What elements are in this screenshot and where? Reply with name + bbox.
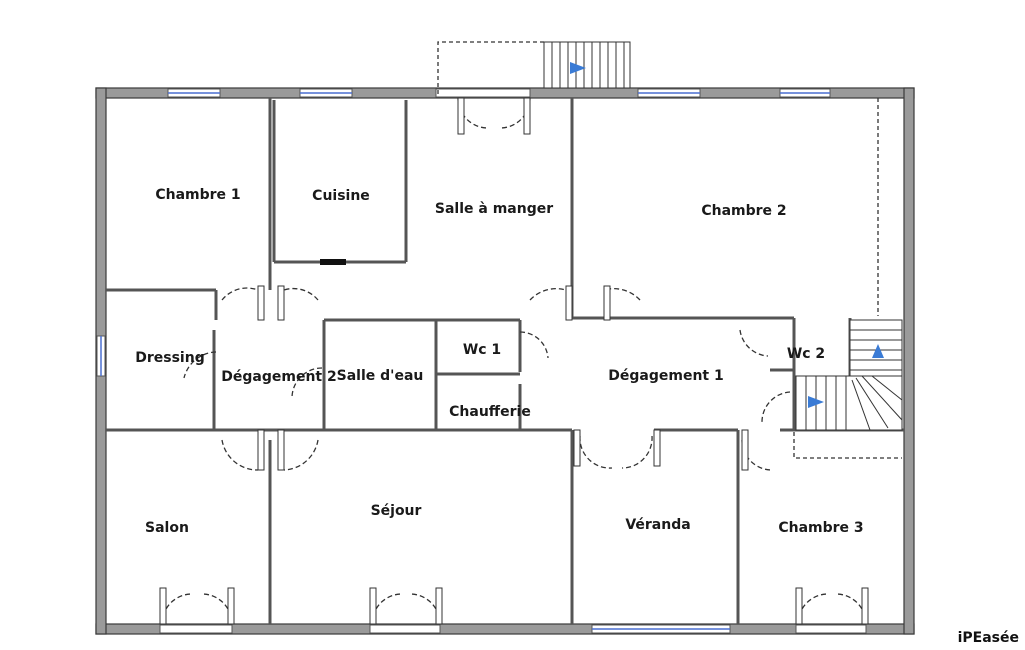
door-swings (161, 97, 867, 625)
label-cuisine: Cuisine (312, 188, 370, 204)
label-sejour: Séjour (371, 503, 422, 519)
label-degagement-2: Dégagement 2 (221, 369, 336, 385)
stair-right-arrow-icon (808, 396, 824, 408)
label-chambre-3: Chambre 3 (778, 520, 863, 536)
interior-stairs (793, 98, 903, 459)
label-wc-1: Wc 1 (463, 342, 501, 358)
label-salle-d-eau: Salle d'eau (337, 368, 424, 384)
exterior-stairs (437, 41, 631, 94)
label-degagement-1: Dégagement 1 (608, 368, 723, 384)
door-jambs (159, 97, 869, 625)
label-chambre-1: Chambre 1 (155, 187, 240, 203)
label-wc-2: Wc 2 (787, 346, 825, 362)
interior-walls (106, 98, 904, 624)
label-salon: Salon (145, 520, 189, 536)
label-salle-a-manger: Salle à manger (435, 201, 553, 217)
stair-arrow-icon (570, 62, 586, 74)
label-chaufferie: Chaufferie (449, 404, 531, 420)
stair-up-arrow-icon (872, 344, 884, 358)
room-labels: Chambre 1 Cuisine Salle à manger Chambre… (135, 187, 863, 536)
label-chambre-2: Chambre 2 (701, 203, 786, 219)
watermark: iPEasée (957, 630, 1019, 646)
windows (96, 88, 867, 634)
label-dressing: Dressing (135, 350, 204, 366)
label-veranda: Véranda (625, 517, 690, 533)
